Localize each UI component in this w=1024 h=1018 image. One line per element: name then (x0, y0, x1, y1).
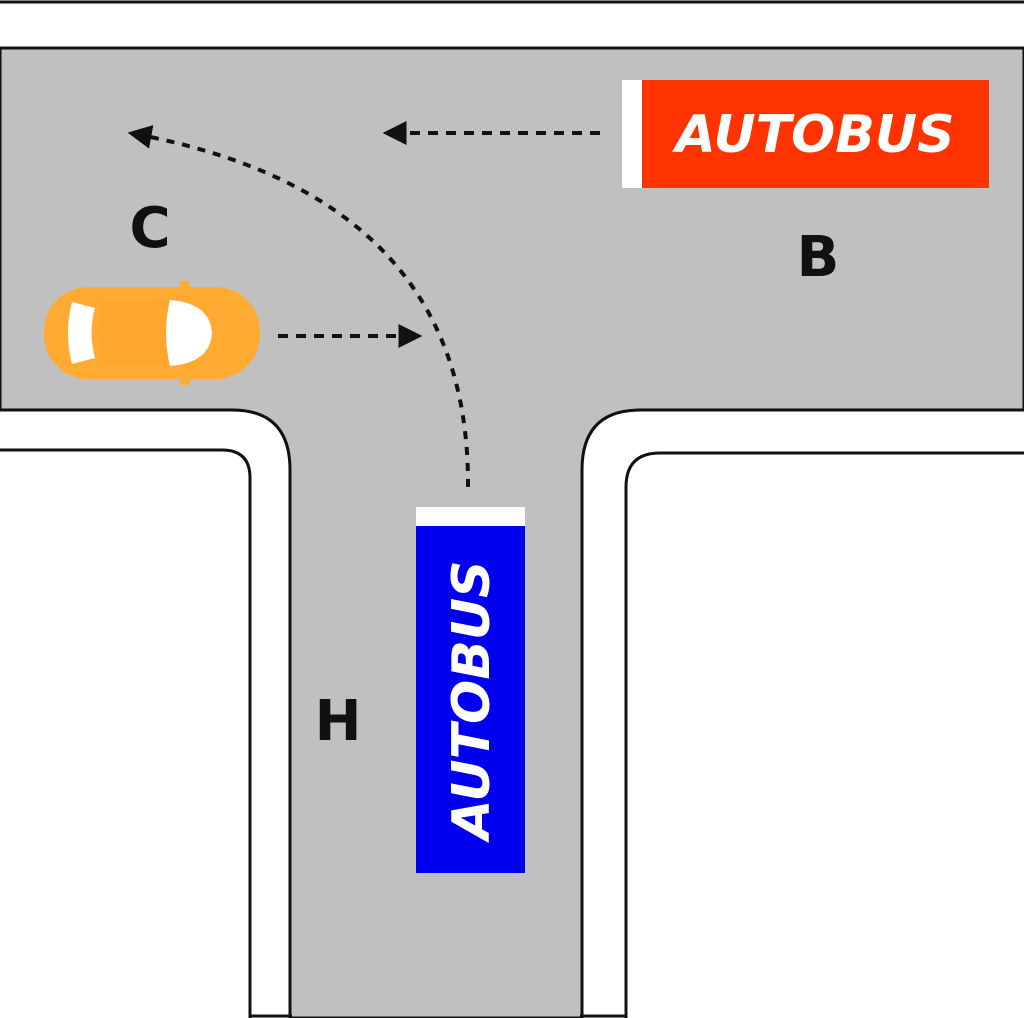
bus-b-body (642, 80, 989, 188)
bus-b-label: AUTOBUS (671, 105, 954, 165)
car-c (44, 281, 260, 385)
bus-h: AUTOBUS (416, 507, 525, 873)
left-block-outline (0, 448, 252, 1018)
bus-h-front (416, 507, 525, 529)
car-c-rear-window (68, 302, 95, 364)
bus-b-front (622, 80, 644, 188)
position-label-h: H (315, 689, 362, 754)
bus-h-label: AUTOBUS (442, 560, 502, 843)
position-label-c: C (129, 196, 170, 261)
bus-b: AUTOBUS (622, 80, 989, 188)
car-c-mirror-bottom (180, 377, 190, 385)
car-c-roof (98, 301, 168, 365)
bus-h-path-arrow (127, 125, 471, 488)
position-label-b: B (797, 225, 840, 290)
right-block-outline (624, 451, 1024, 1018)
bus-h-body (416, 526, 525, 873)
car-c-windshield (166, 300, 212, 366)
car-c-mirror-top (180, 281, 190, 289)
